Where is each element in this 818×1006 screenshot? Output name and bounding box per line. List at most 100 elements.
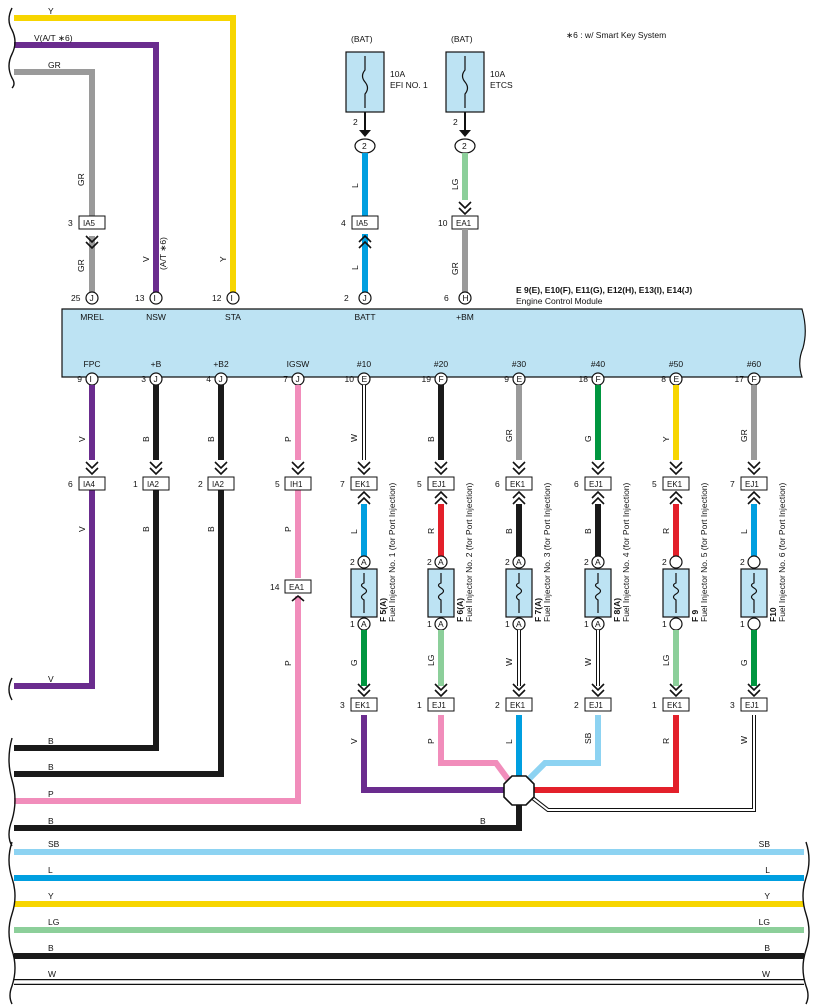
connector-name: EK1 (667, 480, 683, 489)
connector-pin: 2 (574, 700, 579, 710)
wire-label-left: B (48, 736, 54, 746)
connector-box (78, 215, 106, 230)
bus-label-left: B (48, 943, 54, 953)
footnote: ∗6 : w/ Smart Key System (566, 30, 666, 40)
arrow-down-icon (85, 235, 99, 250)
bus-label-right: L (765, 865, 770, 875)
wire-label-v-nsw: V (141, 256, 151, 262)
terminal-pin: 2 (344, 293, 349, 303)
terminal-conn: J (296, 374, 300, 384)
pin-circle (512, 555, 526, 569)
terminal-label: #10 (357, 359, 371, 369)
bus-label-left: LG (48, 917, 59, 927)
junction-ia5-mrel: GR IA5 3 GR V (A/T ∗6) Y (68, 173, 228, 272)
wire-label: L (504, 739, 514, 744)
connector-box (284, 579, 312, 594)
pin-b: 1 (662, 619, 667, 629)
wire-label: V (349, 738, 359, 744)
pin-conn: A (516, 619, 522, 629)
arrow-down-icon (214, 461, 228, 476)
wire-label-l-2: L (350, 265, 360, 270)
return-r (532, 715, 679, 793)
wire-label: L (349, 529, 359, 534)
terminal-pin: 13 (135, 293, 145, 303)
connector-name: EJ1 (432, 480, 446, 489)
junction-name: IA2 (212, 480, 225, 489)
terminal-circle (85, 372, 99, 386)
terminal-conn: F (752, 374, 757, 384)
arrow-down-icon (291, 461, 305, 476)
junction-name: IA5 (83, 219, 96, 228)
injector-returns: B B (8, 677, 756, 847)
arrow-down-icon (434, 683, 448, 698)
wire-label: B (583, 528, 593, 534)
wire-label: GR (739, 429, 749, 442)
terminal-conn: E (517, 374, 523, 384)
wire-label: V (77, 436, 87, 442)
wire-v-nsw (14, 42, 159, 298)
fuse-rating: 10A (490, 69, 505, 79)
wire-label: W (583, 658, 593, 666)
fuse-pin: 2 (453, 117, 458, 127)
terminal-conn: I (154, 293, 156, 303)
terminal-circle (149, 291, 163, 305)
arrow-down-icon (357, 461, 371, 476)
b2-column: B IA2 2 B B (14, 385, 235, 777)
wire-label: W (504, 658, 514, 666)
connector-pin: 2 (462, 141, 467, 151)
arrow-down-icon (359, 130, 371, 137)
connector-pin: 1 (652, 700, 657, 710)
bus-label-left: SB (48, 839, 60, 849)
connector-box (505, 697, 533, 712)
arrow-up-icon (434, 490, 448, 505)
wire-label: B (141, 526, 151, 532)
wire-label: P (426, 738, 436, 744)
ecu-body (61, 308, 806, 378)
terminal-circle (85, 291, 99, 305)
wire-label: P (283, 660, 293, 666)
arrow-up-icon (358, 234, 372, 249)
wire-label: LG (661, 655, 671, 666)
top-left-wires: Y V(A/T ∗6) GR (8, 6, 236, 298)
pin-b: 1 (584, 619, 589, 629)
arrow-down-icon (669, 461, 683, 476)
connector-box (351, 215, 379, 230)
pin-b: 1 (740, 619, 745, 629)
terminal-label: +B2 (213, 359, 229, 369)
coil-icon (360, 573, 368, 613)
bus-label-right: SB (759, 839, 771, 849)
wire-gr-mrel (14, 69, 95, 216)
pin-a: 2 (505, 557, 510, 567)
wire-label: G (583, 435, 593, 442)
ecu-title: E 9(E), E10(F), E11(G), E12(H), E13(I), … (516, 285, 692, 295)
wire-label: SB (583, 732, 593, 744)
terminal-label: BATT (354, 312, 375, 322)
junction-pin: 3 (68, 218, 73, 228)
pin-conn: A (595, 557, 601, 567)
wire-label-y-sta: Y (218, 256, 228, 262)
terminal-conn: E (362, 374, 368, 384)
terminal-pin: 6 (444, 293, 449, 303)
connector-box (78, 476, 106, 491)
terminal-label: FPC (84, 359, 101, 369)
wire-b-plus-b (14, 385, 159, 751)
arrow-down-icon (512, 683, 526, 698)
terminal-label: #40 (591, 359, 605, 369)
ecu-bottom-terminals: FPCI9+BJ3+B2J4IGSWJ7#10E10#20F19#30E9#40… (77, 359, 761, 386)
pin-a: 2 (584, 557, 589, 567)
terminal-pin: 18 (579, 374, 589, 384)
wire-p-igsw (14, 385, 301, 804)
junction-name: IA2 (147, 480, 160, 489)
injector-code: F 8(A) (612, 598, 622, 622)
connector-box (740, 476, 768, 491)
coil-icon (515, 573, 523, 613)
arrow-down-icon (669, 683, 683, 698)
injector-name: Fuel Injector No. 6 (for Port Injection) (777, 482, 787, 622)
junction-name: EA1 (456, 219, 472, 228)
terminal-label: +BM (456, 312, 474, 322)
connector-box (142, 476, 170, 491)
